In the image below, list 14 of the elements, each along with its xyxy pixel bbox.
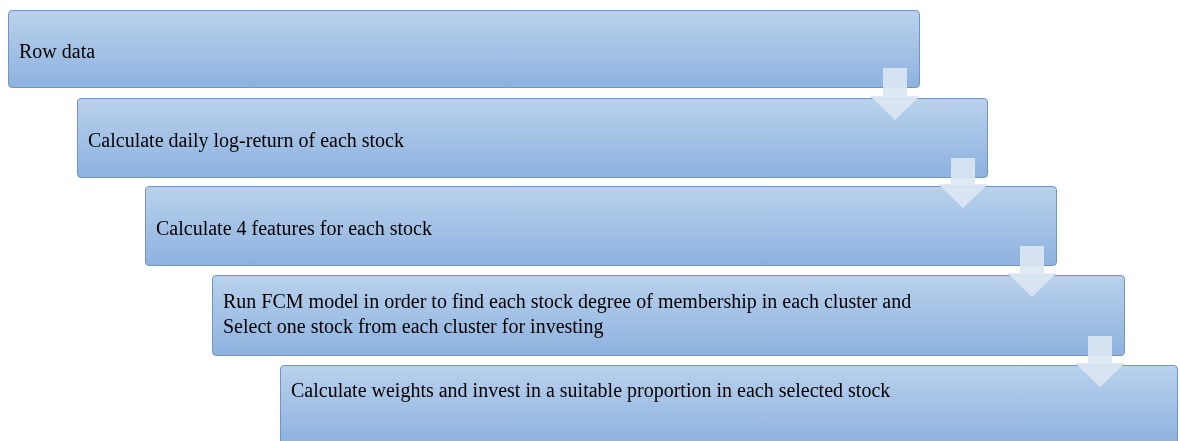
process-box (8, 10, 920, 88)
process-box (280, 365, 1178, 441)
process-box (77, 98, 988, 178)
step-text: Calculate daily log-return of each stock (88, 128, 405, 153)
process-box (145, 186, 1057, 266)
step-text: Row data (19, 39, 97, 64)
block-arrow (1075, 336, 1125, 387)
block-arrow (870, 68, 920, 120)
step-text: Calculate weights and invest in a suitable proportion in each selected stock (291, 378, 892, 403)
block-arrow (1007, 246, 1057, 297)
step-text: Run FCM model in order to find each stock degree of membership in each cluster and Select one stock from each cluster for investing (223, 289, 913, 339)
block-arrow (938, 158, 988, 208)
step-text: Calculate 4 features for each stock (156, 216, 433, 241)
process-box (212, 275, 1125, 356)
